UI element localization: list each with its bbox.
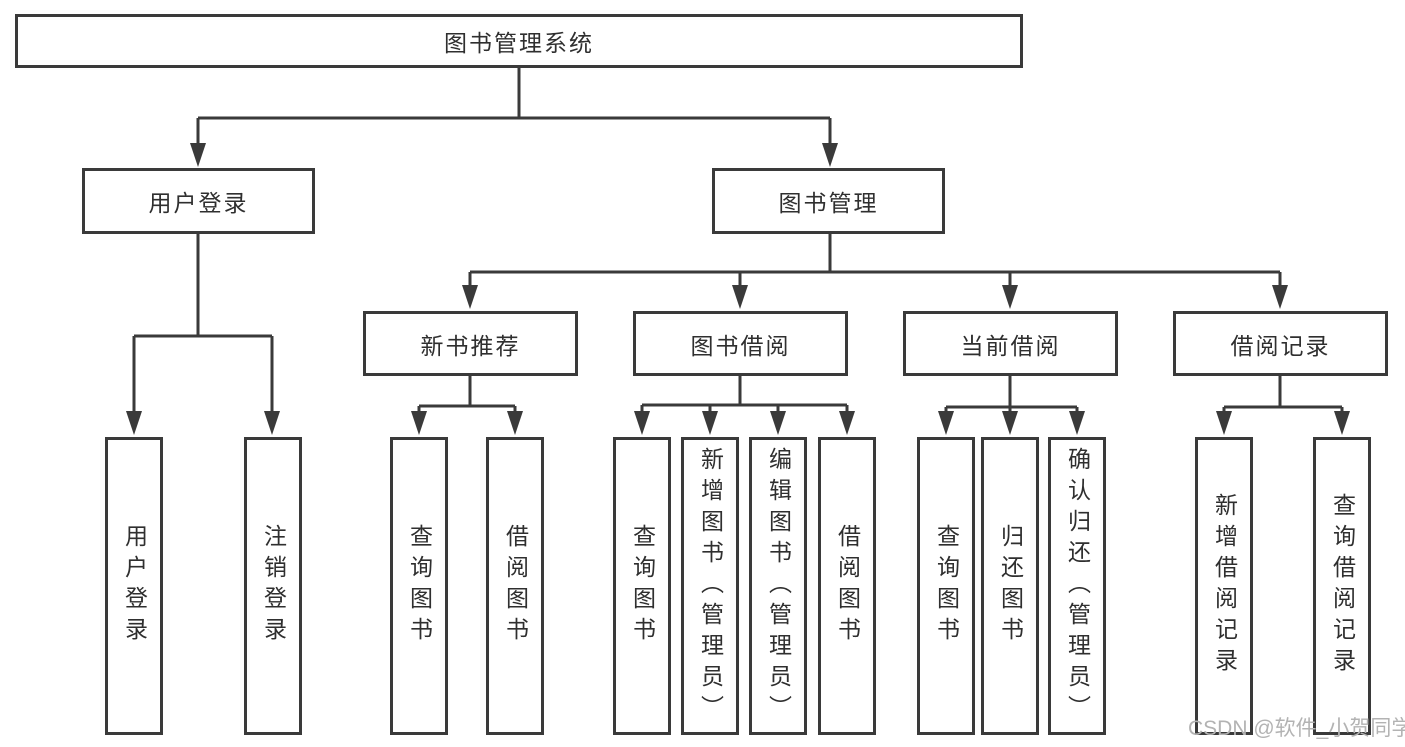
leaf-query-books-2-label: 查询图书 — [629, 524, 656, 648]
leaf-query-books-1-label: 查询图书 — [406, 524, 433, 648]
node-new-book-recommend: 新书推荐 — [363, 311, 578, 376]
node-current-borrowing-label: 当前借阅 — [960, 332, 1061, 359]
leaf-add-book-admin: 新增图书（管理员） — [681, 437, 739, 735]
node-borrow-records: 借阅记录 — [1173, 311, 1388, 376]
node-user-login: 用户登录 — [82, 168, 315, 234]
node-book-management-label: 图书管理 — [778, 190, 879, 216]
leaf-return-book: 归还图书 — [981, 437, 1039, 735]
node-new-book-recommend-label: 新书推荐 — [420, 332, 521, 359]
leaf-query-books-1: 查询图书 — [390, 437, 448, 735]
leaf-add-borrow-record-label: 新增借阅记录 — [1211, 493, 1238, 679]
leaf-borrow-books-1: 借阅图书 — [486, 437, 544, 735]
arrowheads — [126, 143, 1350, 435]
leaf-add-borrow-record: 新增借阅记录 — [1195, 437, 1253, 735]
node-book-borrowing-label: 图书借阅 — [690, 332, 791, 359]
leaf-edit-book-admin-label: 编辑图书（管理员） — [765, 446, 792, 726]
leaf-logout-label: 注销登录 — [260, 524, 287, 648]
leaf-borrow-books-2-label: 借阅图书 — [834, 524, 861, 648]
node-borrow-records-label: 借阅记录 — [1230, 332, 1331, 359]
leaf-query-borrow-record-label: 查询借阅记录 — [1329, 493, 1356, 679]
node-book-management: 图书管理 — [712, 168, 945, 234]
leaf-query-books-3: 查询图书 — [917, 437, 975, 735]
leaf-edit-book-admin: 编辑图书（管理员） — [749, 437, 807, 735]
node-user-login-label: 用户登录 — [148, 190, 249, 216]
leaf-borrow-books-2: 借阅图书 — [818, 437, 876, 735]
node-current-borrowing: 当前借阅 — [903, 311, 1118, 376]
leaf-return-book-label: 归还图书 — [997, 524, 1024, 648]
tree-edges — [132, 68, 1344, 414]
leaf-confirm-return-admin-label: 确认归还（管理员） — [1064, 446, 1091, 726]
node-root: 图书管理系统 — [15, 14, 1023, 68]
leaf-query-books-2: 查询图书 — [613, 437, 671, 735]
leaf-query-books-3-label: 查询图书 — [933, 524, 960, 648]
leaf-logout: 注销登录 — [244, 437, 302, 735]
leaf-add-book-admin-label: 新增图书（管理员） — [697, 446, 724, 726]
leaf-query-borrow-record: 查询借阅记录 — [1313, 437, 1371, 735]
node-root-label: 图书管理系统 — [444, 30, 594, 56]
leaf-user-login: 用户登录 — [105, 437, 163, 735]
csdn-watermark: CSDN @软件_小贺同学 — [1188, 717, 1405, 740]
leaf-confirm-return-admin: 确认归还（管理员） — [1048, 437, 1106, 735]
leaf-user-login-label: 用户登录 — [121, 524, 148, 648]
node-book-borrowing: 图书借阅 — [633, 311, 848, 376]
leaf-borrow-books-1-label: 借阅图书 — [502, 524, 529, 648]
